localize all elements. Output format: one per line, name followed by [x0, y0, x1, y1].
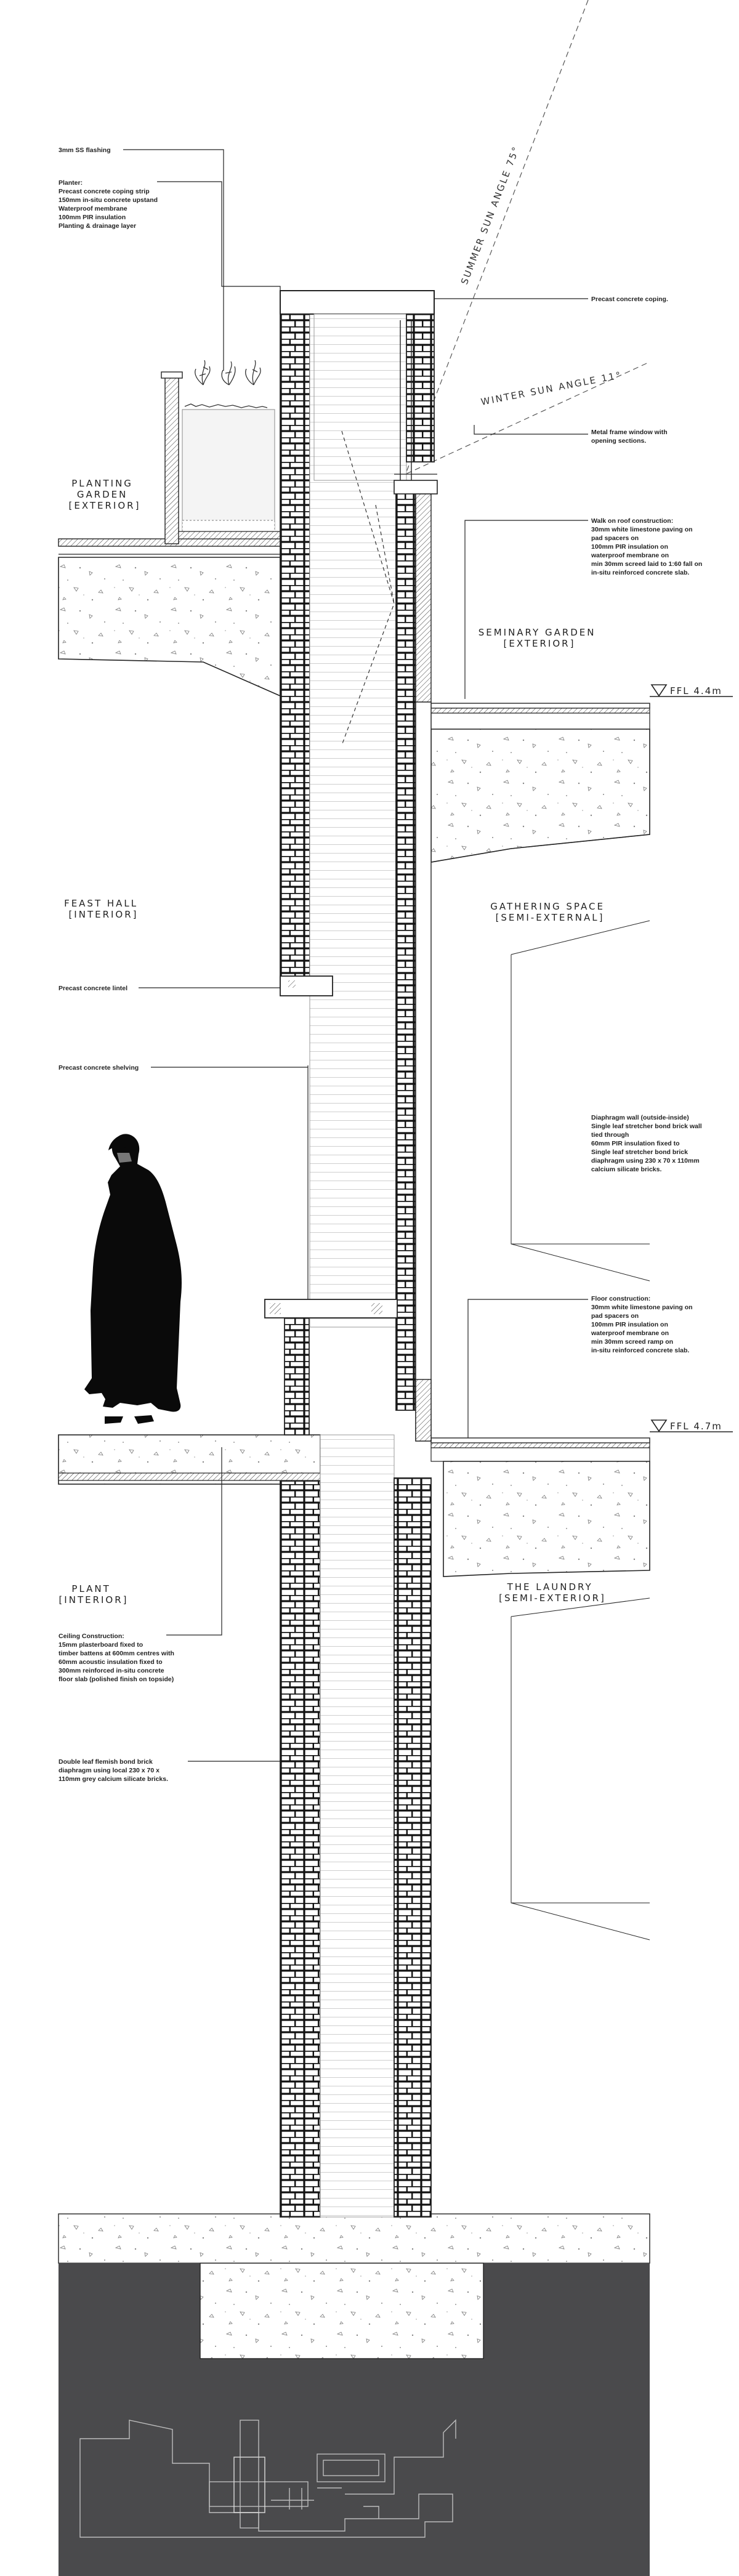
note-floor-construction: Floor construction: 30mm white limestone… — [591, 1295, 694, 1354]
leader-lines — [123, 149, 588, 1762]
level-label-lower: FFL 4.7m — [670, 1421, 722, 1432]
planter — [161, 360, 281, 544]
winter-sun-line — [378, 363, 647, 487]
note-diaphragm-wall: Diaphragm wall (outside-inside) Single l… — [591, 1114, 704, 1173]
note-shelving: Precast concrete shelving — [59, 1064, 139, 1072]
planting-garden-ground — [58, 538, 281, 697]
note-flemish-bond: Double leaf flemish bond brick diaphragm… — [59, 1758, 168, 1783]
key-plan-diagram — [79, 2419, 456, 2538]
inner-brick-leaf — [394, 486, 432, 2218]
room-label-gathering-space: GATHERING SPACE [SEMI-EXTERNAL] — [490, 901, 609, 923]
note-coping: Precast concrete coping. — [591, 296, 668, 303]
laundry-void — [511, 1597, 650, 1940]
note-roof-construction: Walk on roof construction: 30mm white li… — [591, 517, 704, 576]
winter-sun-angle-label: WINTER SUN ANGLE 11° — [480, 369, 623, 408]
room-label-the-laundry: THE LAUNDRY [SEMI-EXTERIOR] — [499, 1581, 606, 1604]
note-flashing: 3mm SS flashing — [59, 147, 111, 154]
level-marker-upper: FFL 4.4m — [650, 684, 733, 697]
window-opening-diagram — [341, 430, 395, 746]
summer-sun-angle-label: SUMMER SUN ANGLE 75° — [459, 144, 522, 286]
cavity-insulation — [309, 304, 397, 2218]
floor-slab-lower — [58, 1434, 650, 1577]
summer-sun-line — [381, 0, 589, 536]
room-label-plant: PLANT [INTERIOR] — [59, 1583, 128, 1605]
room-label-seminary-garden: SEMINARY GARDEN [EXTERIOR] — [479, 627, 601, 649]
note-ceiling-construction: Ceiling Construction: 15mm plasterboard … — [59, 1633, 176, 1683]
window-frame — [394, 320, 438, 495]
level-marker-lower: FFL 4.7m — [650, 1419, 733, 1432]
precast-shelving — [264, 1065, 398, 1318]
ground-concrete-base — [58, 2213, 650, 2576]
gathering-space-void — [430, 834, 650, 1282]
foundation-mass — [59, 2263, 650, 2576]
human-figure-silhouette — [84, 1134, 182, 1424]
note-lintel: Precast concrete lintel — [59, 985, 127, 992]
parapet-coping — [280, 290, 435, 481]
seminary-garden-slab — [430, 703, 650, 863]
room-label-feast-hall: FEAST HALL [INTERIOR] — [64, 898, 143, 920]
precast-lintel — [280, 975, 333, 996]
note-planter: Planter: Precast concrete coping strip 1… — [59, 179, 160, 230]
room-label-planting-garden: PLANTING GARDEN [EXTERIOR] — [69, 478, 141, 511]
level-label-upper: FFL 4.4m — [670, 685, 722, 696]
note-window: Metal frame window with opening sections… — [591, 429, 669, 445]
